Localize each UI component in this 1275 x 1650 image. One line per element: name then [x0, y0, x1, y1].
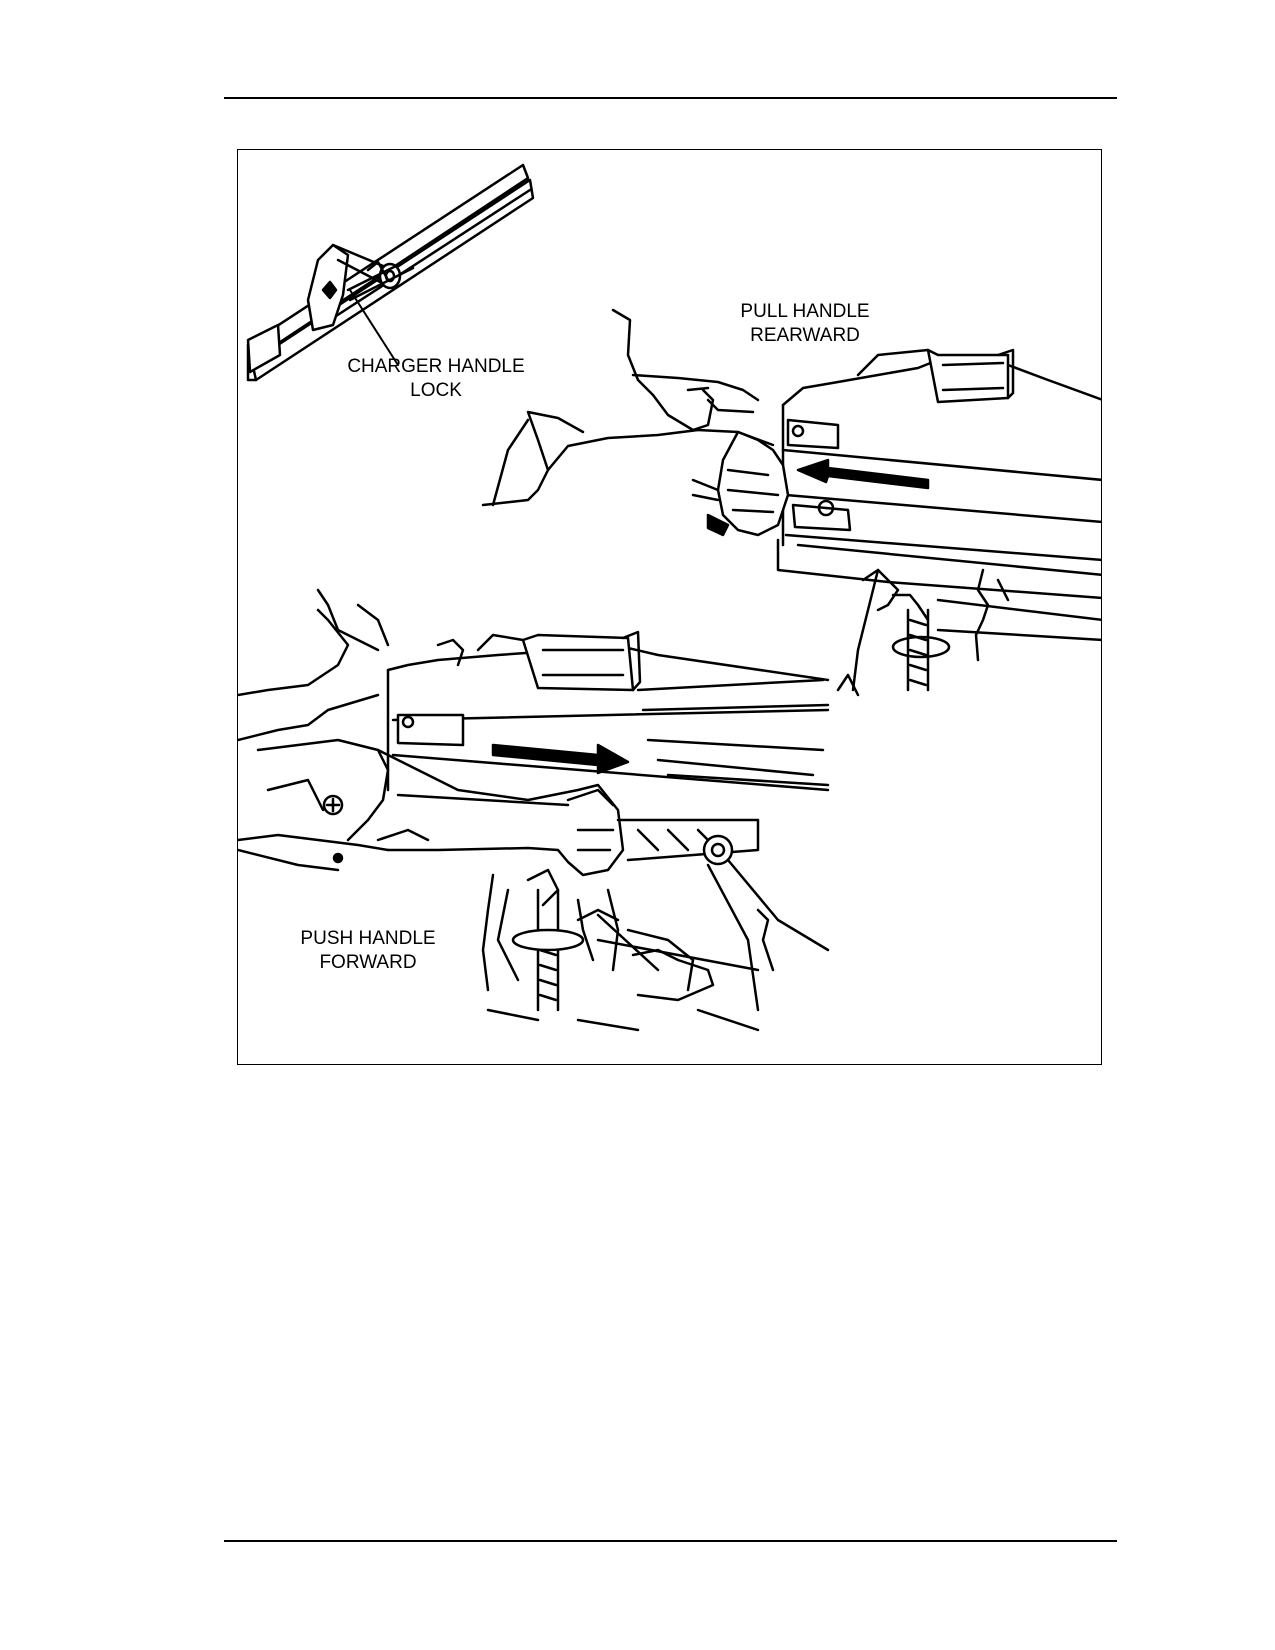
callout-pull-handle-rearward: PULL HANDLE REARWARD — [720, 300, 890, 348]
callout-pull-line2: REARWARD — [750, 325, 860, 346]
callout-charger-line2: LOCK — [410, 380, 462, 401]
rearward-arrow-icon — [796, 458, 930, 490]
footer-rule — [224, 1540, 1117, 1542]
callout-charger-handle-lock: CHARGER HANDLE LOCK — [341, 355, 531, 403]
forward-arrow-icon — [491, 743, 630, 775]
figure-frame: CHARGER HANDLE LOCK PULL HANDLE REARWARD… — [237, 149, 1102, 1065]
callout-charger-line1: CHARGER HANDLE — [347, 356, 525, 377]
callout-push-handle-forward: PUSH HANDLE FORWARD — [288, 927, 448, 975]
pull-handle-illustration — [481, 308, 1101, 697]
charger-handle-detail-illustration — [246, 163, 535, 382]
callout-push-line2: FORWARD — [319, 952, 417, 973]
header-rule — [224, 97, 1117, 99]
push-handle-illustration — [238, 588, 830, 1032]
callout-push-line1: PUSH HANDLE — [300, 928, 436, 949]
figure-illustration — [238, 163, 1101, 1032]
callout-pull-line1: PULL HANDLE — [740, 301, 870, 322]
